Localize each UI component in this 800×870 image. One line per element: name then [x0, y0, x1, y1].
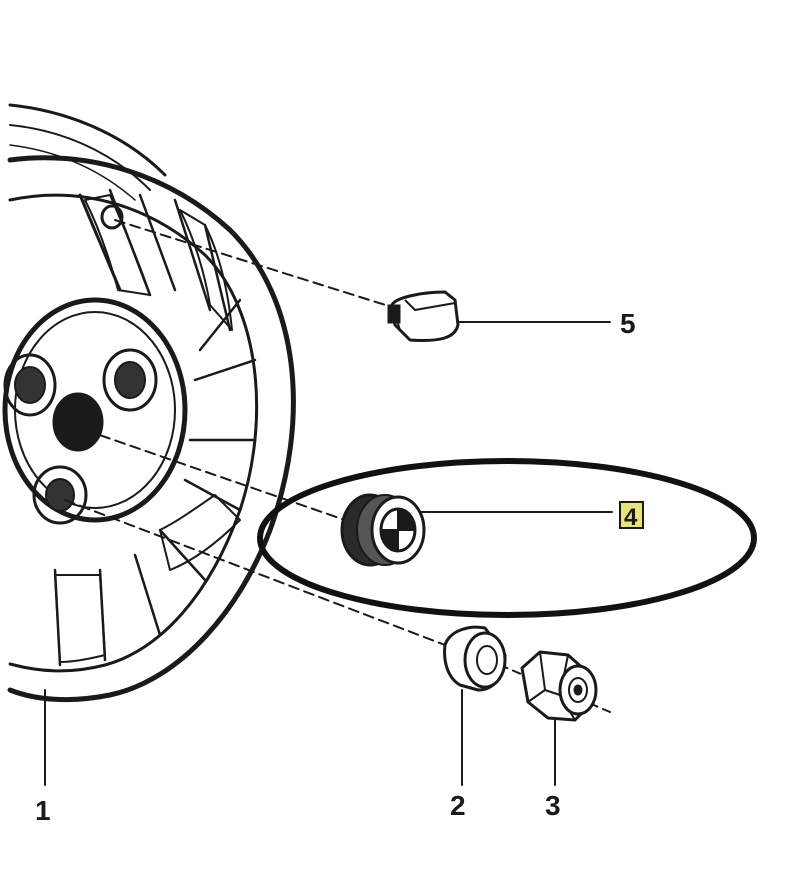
valve-clip [387, 290, 460, 342]
highlight-ring [257, 458, 757, 618]
callout-3: 3 [545, 790, 561, 821]
bolt-hole-icon [32, 465, 88, 525]
callout-4: 4 [624, 504, 638, 531]
center-cap [340, 493, 426, 567]
bolt-hole-icon [3, 353, 57, 417]
callout-4-highlight-box [619, 501, 644, 529]
center-bore-icon [52, 392, 104, 452]
callout-labels: 5 4 2 3 1 [35, 308, 644, 826]
wheel-bolt-sleeve [443, 625, 507, 692]
wheel-rim [2, 103, 296, 703]
callout-2: 2 [450, 790, 466, 821]
bolt-hole-icon [102, 348, 158, 412]
lug-nut [520, 650, 598, 722]
callout-1: 1 [35, 795, 51, 826]
callout-5: 5 [620, 308, 636, 339]
